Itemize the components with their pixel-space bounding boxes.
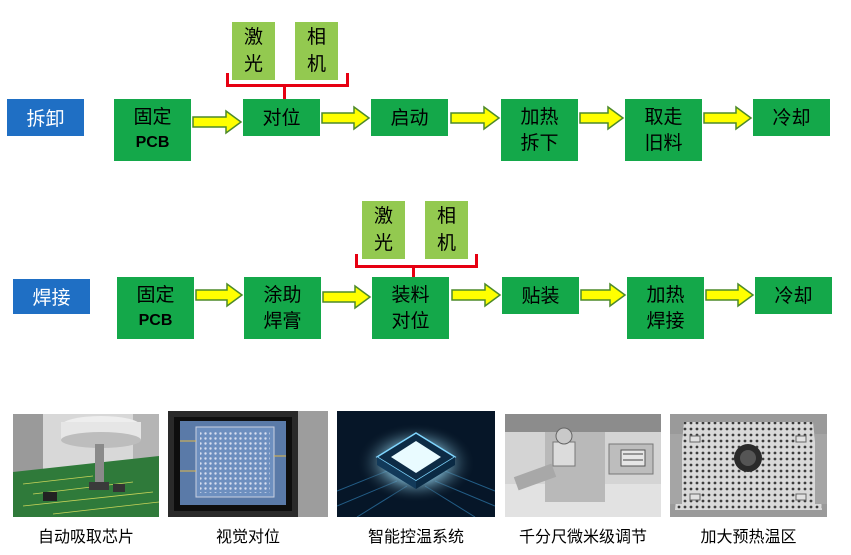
step-weld-3: 装料对位: [372, 277, 449, 339]
photo-visual-align: [168, 411, 328, 517]
bracket-stem-remove: [283, 84, 286, 100]
photo-micrometer: [505, 414, 661, 517]
step-remove-2: 对位: [243, 99, 320, 136]
laser-char-1: 激: [373, 205, 393, 227]
camera-char-1: 相: [306, 26, 326, 48]
laser-box-weld: 激 光: [362, 201, 405, 259]
laser-box-remove: 激 光: [232, 22, 275, 80]
laser-char-2: 光: [373, 232, 393, 254]
arrow-weld-4: [580, 282, 627, 308]
caption-preheat: 加大预热温区: [700, 527, 797, 546]
camera-char-1: 相: [436, 205, 456, 227]
caption-micrometer: 千分尺微米级调节: [518, 527, 647, 546]
row-label-remove: 拆卸: [7, 99, 84, 136]
arrow-weld-1: [195, 282, 244, 308]
photo-preheat: [670, 414, 827, 517]
step-remove-4: 加热拆下: [501, 99, 578, 161]
photo-temp-control: [337, 411, 495, 517]
step-remove-6: 冷却: [753, 99, 830, 136]
camera-box-remove: 相 机: [295, 22, 338, 80]
bracket-remove: [226, 73, 349, 87]
photo-auto-pick: [13, 414, 159, 517]
laser-char-2: 光: [243, 53, 263, 75]
bracket-stem-weld: [412, 265, 415, 278]
arrow-remove-5: [703, 105, 753, 131]
camera-char-2: 机: [436, 232, 456, 254]
bracket-weld: [355, 254, 478, 268]
step-weld-5: 加热焊接: [627, 277, 704, 339]
step-weld-2: 涂助焊膏: [244, 277, 321, 339]
camera-box-weld: 相 机: [425, 201, 468, 259]
step-weld-4: 贴装: [502, 277, 579, 314]
step-remove-5: 取走旧料: [625, 99, 702, 161]
arrow-weld-2: [322, 284, 372, 310]
caption-temp-control: 智能控温系统: [367, 527, 464, 546]
laser-char-1: 激: [243, 26, 263, 48]
arrow-remove-3: [450, 105, 501, 131]
arrow-remove-4: [579, 105, 625, 131]
step-remove-3: 启动: [371, 99, 448, 136]
caption-visual-align: 视觉对位: [215, 527, 280, 546]
arrow-weld-5: [705, 282, 755, 308]
step-weld-6: 冷却: [755, 277, 832, 314]
arrow-remove-1: [192, 109, 243, 135]
camera-char-2: 机: [306, 53, 326, 75]
arrow-weld-3: [451, 282, 502, 308]
caption-auto-pick: 自动吸取芯片: [37, 527, 134, 546]
row-label-weld: 焊接: [13, 279, 90, 314]
arrow-remove-2: [321, 105, 371, 131]
